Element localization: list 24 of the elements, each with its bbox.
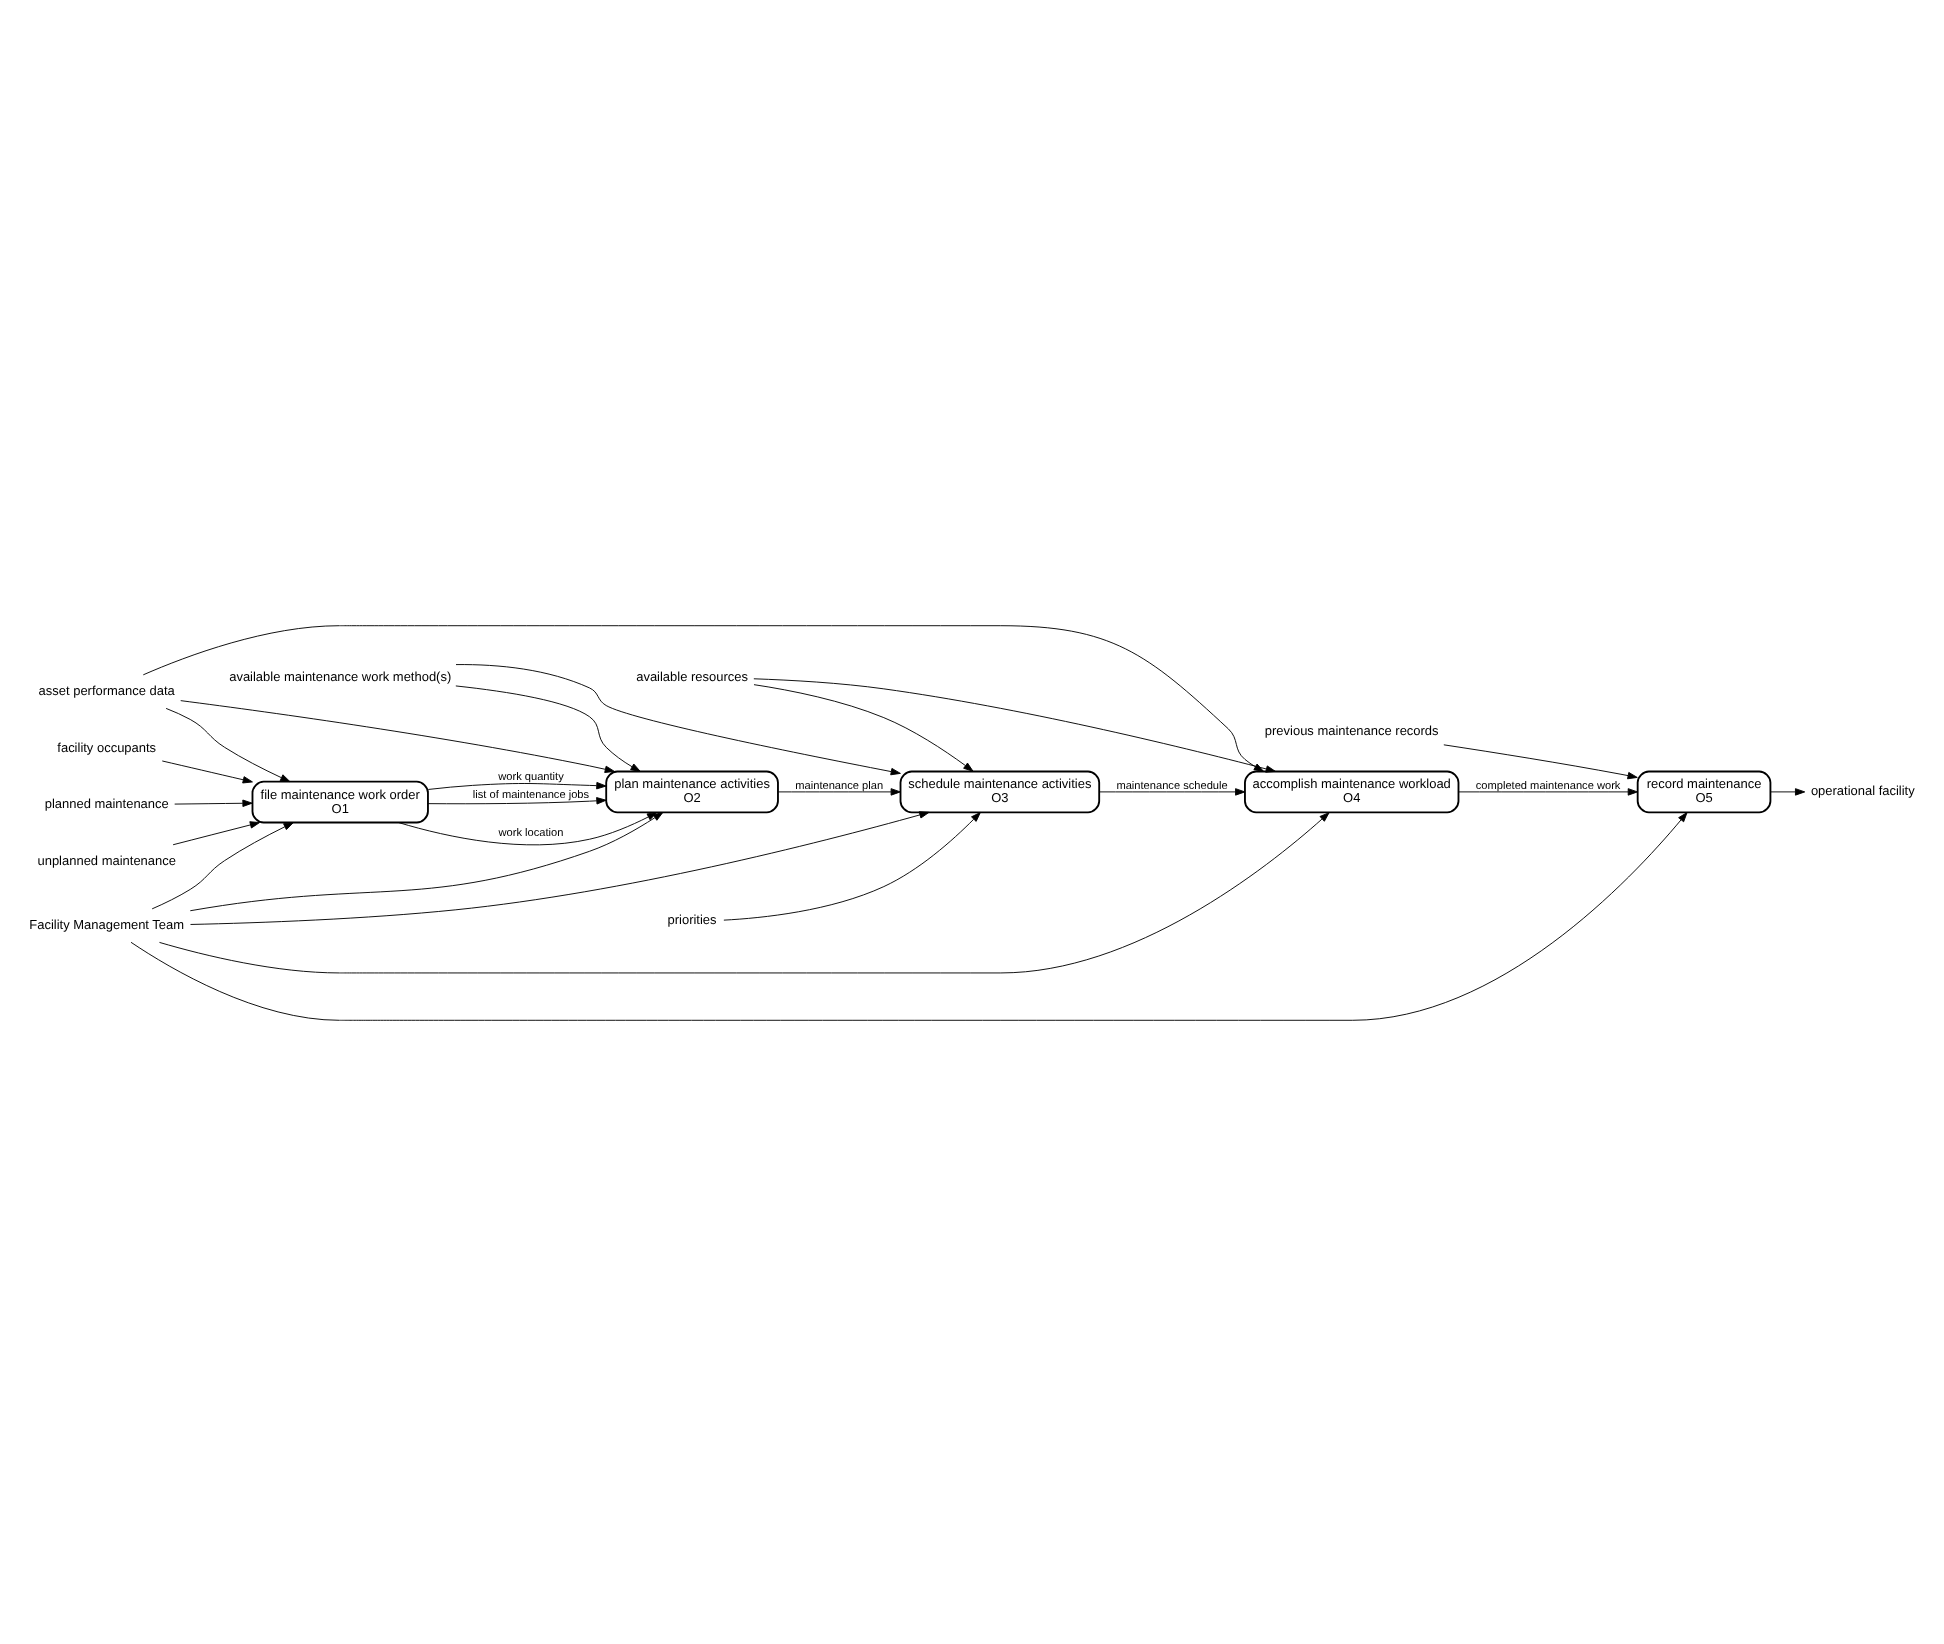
arrow [161, 759, 253, 783]
arrow [1458, 787, 1638, 795]
arrow [753, 677, 1276, 772]
arrow [455, 663, 901, 775]
arrow [455, 684, 641, 771]
arrow [427, 780, 607, 789]
arrow [165, 706, 291, 782]
arrow [398, 811, 658, 845]
arrow [142, 624, 1265, 771]
arrow [427, 796, 607, 804]
arrow [1770, 787, 1806, 795]
arrow [723, 811, 981, 920]
arrow [189, 811, 664, 911]
arrow [180, 699, 615, 772]
arrow [172, 820, 261, 845]
arrow [159, 811, 1330, 973]
arrow [1098, 787, 1246, 795]
arrow [190, 810, 930, 924]
arrow [130, 811, 1688, 1020]
arrow [174, 798, 253, 806]
arrow [1443, 743, 1638, 779]
arrow [777, 787, 901, 795]
arrow [753, 683, 974, 771]
arrow [151, 821, 294, 909]
